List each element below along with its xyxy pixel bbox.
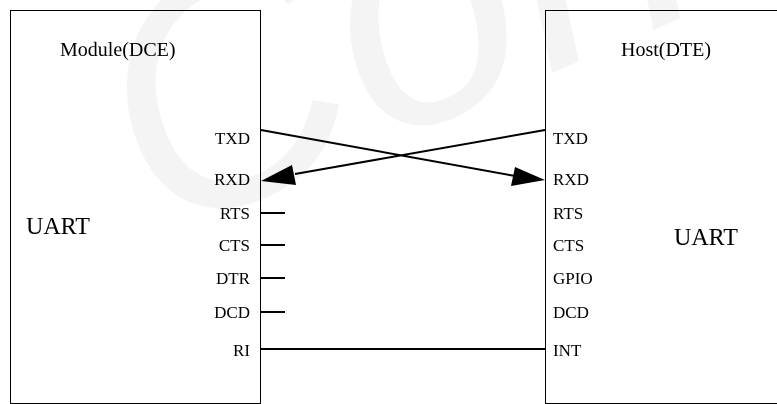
arrowhead-host-rxd [511, 167, 545, 186]
wire-host-txd-to-module-rxd [294, 129, 546, 175]
module-pin-dtr: DTR [216, 269, 250, 288]
host-pin-dcd: DCD [553, 303, 589, 322]
module-pin-txd: TXD [215, 129, 250, 148]
module-pin-rts: RTS [219, 204, 250, 223]
host-pin-gpio: GPIO [553, 269, 593, 288]
module-pin-rxd: RXD [214, 170, 250, 189]
host-pin-int: INT [553, 341, 582, 360]
module-uart-label: UART [26, 214, 90, 240]
host-uart-label: UART [674, 225, 738, 251]
arrowhead-module-rxd [261, 165, 296, 185]
module-title: Module(DCE) [60, 39, 176, 61]
wire-module-txd-to-host-rxd [260, 129, 516, 177]
host-pin-cts: CTS [553, 236, 585, 255]
host-pin-txd: TXD [553, 129, 588, 148]
host-title: Host(DTE) [621, 39, 711, 61]
module-pin-cts: CTS [218, 236, 250, 255]
host-pin-rts: RTS [553, 204, 584, 223]
host-pin-rxd: RXD [553, 170, 589, 189]
module-pin-dcd: DCD [214, 303, 250, 322]
signal-wires [260, 129, 546, 350]
module-pin-ri: RI [233, 341, 250, 360]
